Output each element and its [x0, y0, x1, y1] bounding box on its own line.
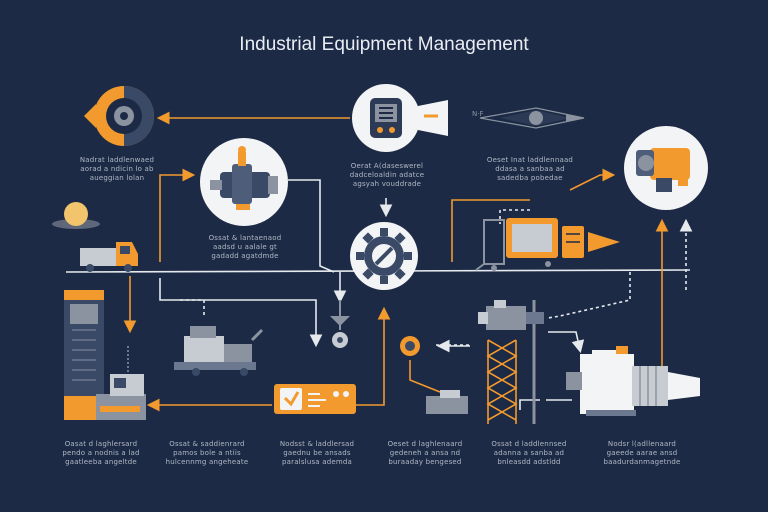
utility-truck-icon	[96, 346, 146, 420]
connector-crane-motor	[548, 331, 585, 354]
caption-bottom-4: Oeset d laghlenaard gedeneh a ansa nd bu…	[370, 440, 480, 467]
satellite-icon: N·F	[472, 107, 585, 129]
caption-top-center: Oerat A(daseswerel dadceloaldin adatce a…	[332, 162, 442, 189]
caption-line: gadadd agatdmde	[211, 252, 279, 260]
connector-dashed-pump	[180, 299, 205, 318]
delivery-truck-icon	[80, 242, 138, 272]
connector-spindle-bus	[288, 179, 335, 273]
connector-dashed-monitor	[499, 209, 530, 224]
caption-line: bnleasdd adstldd	[497, 458, 561, 466]
caption-bottom-5: Ossat d laddlennsed adanna a sanba ad bn…	[474, 440, 584, 467]
caption-top-right: Oeset Inat laddlennaad ddasa a sanbaa ad…	[474, 156, 586, 183]
connector-left-loop	[159, 168, 196, 262]
caption-line: gedeneh a ansa nd	[389, 449, 461, 457]
svg-text:N·F: N·F	[472, 110, 484, 118]
caption-line: Ossat & saddienrard	[169, 440, 245, 448]
caption-line: Ossat d laddlennsed	[491, 440, 567, 448]
connector-right-loop	[547, 272, 631, 319]
caption-line: ddasa a sanbaa ad	[495, 165, 565, 173]
caption-line: gaatleeba angeltde	[65, 458, 137, 466]
crane-motor-icon	[478, 300, 544, 330]
page-title: Industrial Equipment Management	[239, 34, 529, 55]
caption-line: paralslusa ademda	[281, 458, 353, 466]
caption-line: hulcennmg angeheate	[165, 458, 249, 466]
caption-line: Nodsst & laddlersad	[279, 440, 355, 448]
caption-line: pamos bole a ntiis	[173, 449, 241, 457]
caption-line: agsyah vouddrade	[352, 180, 422, 188]
caption-line: gaednu be ansads	[283, 449, 351, 457]
monitor-machine-icon	[475, 218, 620, 271]
caption-line: Ossat & lantaenaod	[208, 234, 282, 242]
caption-line: Oerat A(daseswerel	[350, 162, 424, 170]
caption-line: adanna a sanba ad	[493, 449, 565, 457]
caption-mid-left: Ossat & lantaenaod aadsd u aalale gt gad…	[190, 234, 300, 261]
caption-line: dadceloaldin adatce	[349, 171, 425, 179]
industrial-motor-icon	[566, 346, 700, 416]
caption-bottom-3: Nodsst & laddlersad gaednu be ansads par…	[262, 440, 372, 467]
caption-bottom-2: Ossat & saddienrard pamos bole a ntiis h…	[152, 440, 262, 467]
caption-line: Oeset Inat laddlennaad	[486, 156, 574, 164]
connector-panel-up	[356, 306, 391, 406]
camera-projector-icon	[624, 126, 708, 210]
sun-icon	[52, 202, 100, 229]
pump-unit-icon	[174, 326, 264, 376]
control-panel-icon	[274, 384, 356, 414]
caption-line: baadurdanmagetnde	[603, 458, 681, 466]
caption-line: pendo a nodnis a lad	[62, 449, 140, 457]
connector-inner-loop	[159, 278, 323, 348]
caption-top-left: Nadrat laddlenwaed aorad a ndicin lo ab …	[62, 156, 172, 183]
connector-right-up	[451, 199, 530, 262]
caption-line: aadsd u aalale gt	[213, 243, 277, 251]
caption-bottom-1: Oasat d laghlersard pendo a nodnis a lad…	[46, 440, 156, 467]
caption-line: aorad a ndicin lo ab	[80, 165, 154, 173]
connector-crane-to-motor	[519, 399, 540, 410]
caption-line: sadedba pobedae	[497, 174, 563, 182]
pressure-gauge-icon	[400, 336, 468, 414]
caption-bottom-6: Nodsr l(adllenaard gaeede aarae ansd baa…	[584, 440, 700, 467]
spindle-motor-icon	[200, 138, 288, 226]
caption-line: aueggian lolan	[89, 174, 145, 182]
caption-line: Oeset d laghlenaard	[387, 440, 463, 448]
caption-line: Nadrat laddlenwaed	[79, 156, 155, 164]
connector-to-projector	[569, 168, 616, 191]
caption-line: Oasat d laghlersard	[64, 440, 138, 448]
target-icon	[84, 86, 154, 146]
gear-wrench-icon	[350, 222, 418, 290]
valve-icon	[330, 300, 350, 348]
caption-line: gaeede aarae ansd	[606, 449, 678, 457]
caption-line: buraaday bengesed	[388, 458, 462, 466]
hvac-controller-icon	[352, 84, 448, 152]
caption-line: Nodsr l(adllenaard	[607, 440, 677, 448]
connector-valve-down	[409, 360, 441, 393]
